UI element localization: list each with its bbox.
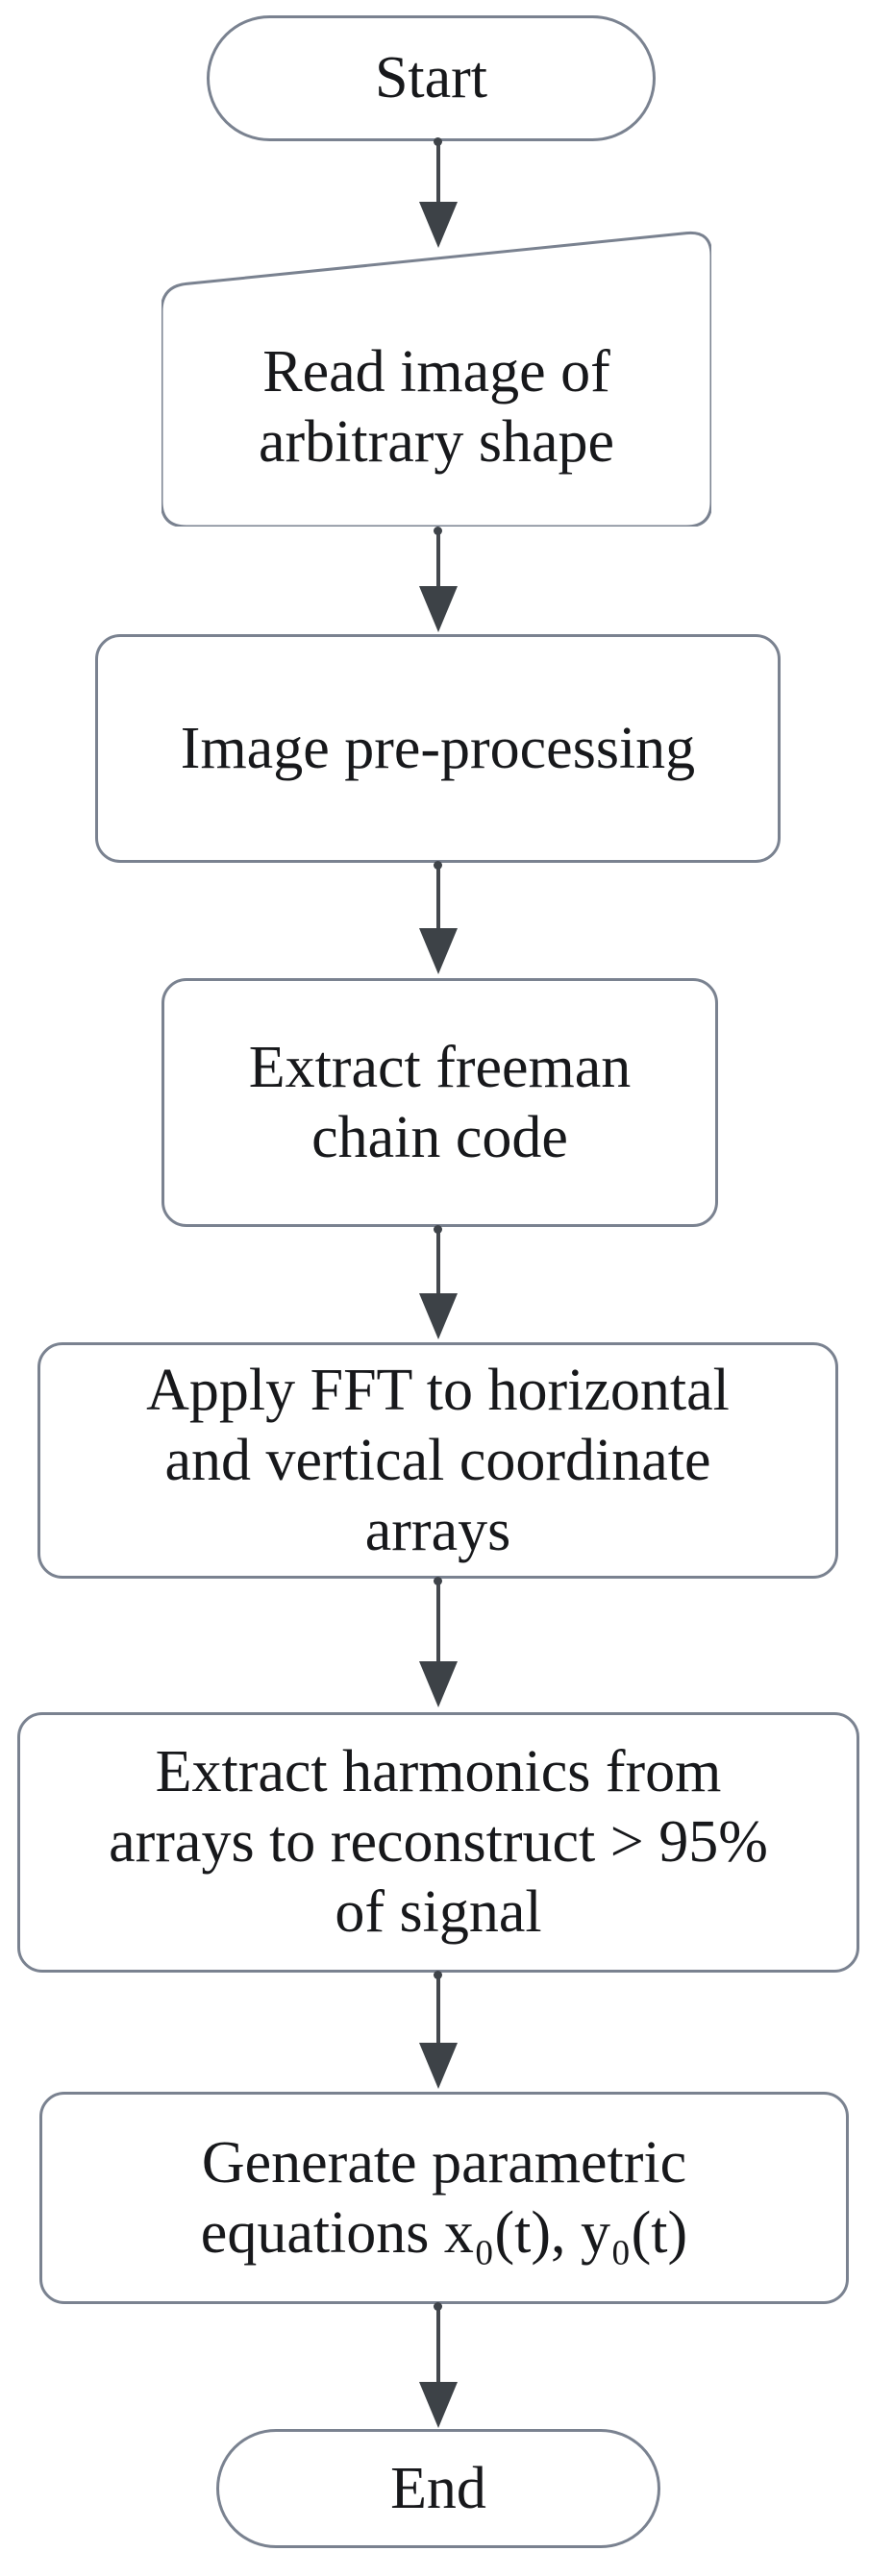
arrow-line	[436, 139, 440, 202]
node-read-image: Read image of arbitrary shape	[161, 231, 711, 527]
arrow-line	[436, 2304, 440, 2382]
node-harmonics: Extract harmonics from arrays to reconst…	[17, 1712, 859, 1973]
node-label-line: Extract harmonics from	[155, 1739, 722, 1804]
node-label-line: of signal	[335, 1879, 542, 1945]
node-label-line: equations x₀(t), y₀(t)	[200, 2199, 688, 2266]
arrow-read-image-to-preprocessing	[419, 527, 458, 632]
node-label-line: Generate parametric	[201, 2129, 687, 2196]
arrow-head-icon	[419, 586, 458, 632]
node-start: Start	[207, 15, 656, 141]
node-label-line: Apply FFT to horizontal	[146, 1357, 730, 1423]
card-shape-outline	[161, 231, 711, 527]
arrow-tail-dot	[434, 1577, 442, 1585]
arrow-fft-to-harmonics	[419, 1577, 458, 1707]
arrow-start-to-read-image	[419, 137, 458, 248]
arrow-line	[436, 528, 440, 586]
arrow-tail-dot	[434, 1971, 442, 1979]
node-label: Start	[374, 45, 488, 110]
node-label-line: arrays to reconstruct > 95%	[109, 1809, 768, 1875]
arrow-line	[436, 863, 440, 928]
arrow-head-icon	[419, 2043, 458, 2089]
arrow-line	[436, 1579, 440, 1661]
node-label-block: Read image of arbitrary shape	[161, 259, 711, 555]
arrow-head-icon	[419, 2382, 458, 2428]
node-label-line: arrays	[364, 1497, 511, 1563]
arrow-tail-dot	[434, 2302, 442, 2311]
arrow-line	[436, 1227, 440, 1293]
arrow-tail-dot	[434, 1225, 442, 1234]
node-preprocessing: Image pre-processing	[95, 634, 781, 863]
arrow-tail-dot	[434, 137, 442, 146]
node-label-line: chain code	[311, 1104, 568, 1170]
node-parametric: Generate parametric equations x₀(t), y₀(…	[39, 2092, 849, 2304]
arrow-tail-dot	[434, 861, 442, 870]
node-chain-code: Extract freeman chain code	[161, 978, 718, 1227]
node-end: End	[216, 2429, 660, 2548]
node-label-line: and vertical coordinate	[164, 1427, 711, 1493]
node-label: Image pre-processing	[180, 715, 696, 781]
node-label-line: Read image of	[262, 339, 610, 405]
node-fft: Apply FFT to horizontal and vertical coo…	[37, 1342, 838, 1579]
arrow-tail-dot	[434, 527, 442, 535]
node-label-line: arbitrary shape	[258, 409, 615, 475]
node-label: End	[390, 2455, 486, 2521]
arrow-line	[436, 1973, 440, 2043]
arrow-parametric-to-end	[419, 2302, 458, 2428]
arrow-head-icon	[419, 928, 458, 974]
arrow-chain-code-to-fft	[419, 1225, 458, 1339]
arrow-head-icon	[419, 202, 458, 248]
arrow-head-icon	[419, 1661, 458, 1707]
arrow-preprocessing-to-chain-code	[419, 861, 458, 974]
arrow-head-icon	[419, 1293, 458, 1339]
node-label-line: Extract freeman	[248, 1034, 632, 1100]
arrow-harmonics-to-parametric	[419, 1971, 458, 2089]
